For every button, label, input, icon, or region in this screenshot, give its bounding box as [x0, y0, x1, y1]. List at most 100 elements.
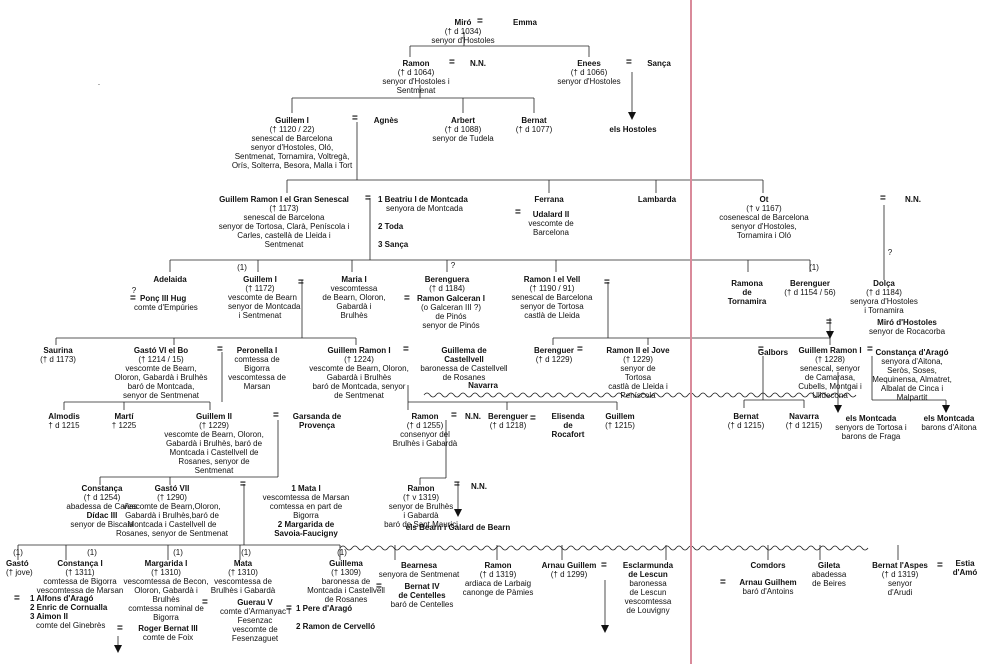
person-line: i Gabardà [403, 511, 439, 520]
person-line: vescomtessa [624, 597, 672, 606]
person-line: Bigorra [244, 364, 270, 373]
person-line: († 1173) [269, 204, 299, 213]
person-line: castlà de Lleida [524, 311, 580, 320]
person-line: de Lescun [629, 588, 667, 597]
person-line: senyor d'Hostoles i [382, 77, 450, 86]
person-miro: Miró († d 1034) senyor d'Hostoles [408, 18, 518, 45]
person-almodis: Almodis † d 1215 [46, 412, 82, 430]
person-navarra-2: Navarra († d 1215) [782, 412, 826, 430]
person-ot: Ot († v 1167) cosenescal de Barcelona se… [714, 195, 814, 240]
person-line: de Rosanes [324, 595, 368, 604]
lineage-montcada-aitona: els Montcada barons d'Aitona [914, 414, 984, 432]
spouse-line: 1 Pere d'Aragó [296, 604, 353, 613]
person-nn-4: N.N. [466, 482, 492, 491]
person-agnes: Agnès [370, 116, 402, 125]
spouse-line: 2 Margarida de [277, 520, 335, 529]
person-line: († d 1218) [489, 421, 527, 430]
person-name: Bernat IV [404, 582, 440, 591]
person-line: Gabardà i Brulhès, baró de [165, 439, 263, 448]
person-line: senyor de Rocacorba [868, 327, 946, 336]
marriage-symbol: = [273, 410, 279, 421]
person-line: Gabardà i Brulhès [326, 373, 392, 382]
person-line: abadessa de Cañas [66, 502, 138, 511]
person-ramon-ardiaca: Ramon († d 1319) ardiaca de Larbaig cano… [460, 561, 536, 597]
lineage-name: els Hostoles [609, 125, 657, 134]
person-line: Provença [298, 421, 336, 430]
person-line: de [742, 288, 752, 297]
person-line: († d 1154 / 56) [784, 288, 836, 297]
person-line: baró d'Antoins [742, 587, 794, 596]
person-gasto-vii: Gastó VII († 1290) vescomte de Bearn,Olo… [114, 484, 230, 538]
person-name: Elisenda [551, 412, 585, 421]
person-line: Mequinensa, Almatret, [872, 375, 952, 384]
person-name: Berenguer [533, 346, 574, 355]
person-line: de Louvigny [626, 606, 670, 615]
spouse-line: 3 Aimon II [30, 612, 68, 621]
person-berenguer-1154: Berenguer († d 1154 / 56) [778, 279, 842, 297]
person-name: Adelaida [153, 275, 187, 284]
person-line: comte d'Armanyac i [220, 607, 290, 616]
person-name: Arnau Guillem [541, 561, 597, 570]
person-name: Agnès [373, 116, 399, 125]
person-name: Guerau V [237, 598, 273, 607]
person-name: Guillem II [195, 412, 232, 421]
person-line: Brulhès [340, 311, 368, 320]
person-name: Constança d'Aragó [875, 348, 949, 357]
person-guillem-1215: Guillem († 1215) [600, 412, 640, 430]
person-miro-hostoles: Miró d'Hostoles senyor de Rocacorba [862, 318, 952, 336]
person-line: Seròs, Soses, [887, 366, 937, 375]
person-ramon-ii-el-jove: Ramon II el Jove († 1229) senyor de Tort… [596, 346, 680, 400]
person-line: castlà de Lleida i [608, 382, 668, 391]
person-line: senescal de Barcelona [243, 213, 325, 222]
person-bernat-1215: Bernat († d 1215) [724, 412, 768, 430]
person-line: († 1228) [815, 355, 845, 364]
person-name: Udalard II [532, 210, 570, 219]
marriage-symbol: = [515, 207, 521, 218]
person-arnau-guillem: Arnau Guillem († d 1299) [538, 561, 600, 579]
person-marti: Martí † 1225 [110, 412, 138, 430]
person-name: N.N. [465, 412, 481, 421]
lineage-name: els Montcada [923, 414, 975, 423]
person-line: Fesenzac [237, 616, 273, 625]
spouse-line: vescomtessa de Marsan [262, 493, 350, 502]
person-line: Tortosa [624, 373, 652, 382]
spouses-guillema-1309: 1 Pere d'Aragó 2 Ramon de Cervelló [296, 604, 386, 631]
person-sanca: Sança [644, 59, 674, 68]
person-line: baró de Sant Maurici [384, 520, 458, 529]
person-name: Martí [114, 412, 134, 421]
person-name: Guillem I [275, 116, 309, 125]
person-line: senyor de Tortosa, Clarà, Peníscola i [218, 222, 350, 231]
person-line: († d 1319) [479, 570, 517, 579]
person-line: Brulhès i Gabardà [392, 439, 458, 448]
marriage-symbol: = [601, 560, 607, 571]
person-name: Navarra [468, 381, 498, 390]
person-bernat-iv: Bernat IV de Centelles baró de Centelles [384, 582, 460, 609]
person-line: baronessa [629, 579, 667, 588]
person-line: († 1120 / 22) [269, 125, 315, 134]
person-line: († 1224) [344, 355, 374, 364]
person-line: ardiaca de Larbaig [464, 579, 532, 588]
person-name: Saurina [43, 346, 73, 355]
person-line: († 1309) [331, 568, 361, 577]
person-line: de Bearn, Oloron, [322, 293, 386, 302]
spouse-line: 1 Alfons d'Aragó [30, 594, 94, 603]
person-berenguer-1229: Berenguer († d 1229) [530, 346, 578, 364]
spouse-line: 1 Mata I [291, 484, 321, 493]
person-esclarmunda: Esclarmunda de Lescun baronessa de Lescu… [618, 561, 678, 615]
person-line: († 1290) [157, 493, 187, 502]
spouse-line: comte del Ginebrès [36, 621, 106, 630]
person-line: vescomte de Bearn [228, 293, 297, 302]
person-line: senyor de Sentmenat [122, 391, 200, 400]
person-name: Ramon II el Jove [606, 346, 670, 355]
person-line: comtessa de [234, 355, 280, 364]
person-line: vescomtessa de [214, 577, 272, 586]
person-name: N.N. [470, 59, 486, 68]
person-line: de [563, 421, 573, 430]
person-galbors: Galbors [756, 348, 790, 357]
person-line: senyora d'Aitona, [881, 357, 943, 366]
spouse-line: 2 Toda [378, 222, 404, 231]
person-line: († 1214 / 15) [138, 355, 184, 364]
person-name: Gileta [817, 561, 841, 570]
